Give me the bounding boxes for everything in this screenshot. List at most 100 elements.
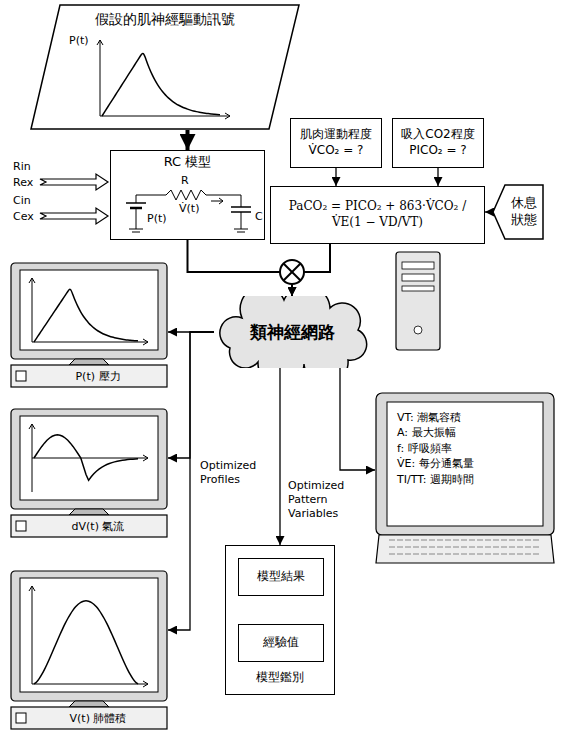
- multiply-cross: [284, 264, 301, 281]
- graph-axis: [100, 116, 230, 117]
- monitor: V(t) 肺體積: [10, 570, 168, 730]
- neural-network-cloud: 類神經網路: [212, 296, 372, 368]
- monitor-screen: [20, 578, 158, 692]
- parameter-arrow: [40, 208, 108, 224]
- rc-circuit: [126, 190, 251, 232]
- graph-axis-head: [97, 40, 103, 45]
- edge-label: Optimized Profiles: [198, 458, 276, 488]
- state-tag: 休息狀態: [492, 184, 544, 240]
- monitor-bezel: [11, 571, 167, 701]
- model-check-group: 模型鑑別 模型結果經驗值: [225, 545, 335, 695]
- arrow-tag-outline: [493, 185, 543, 239]
- circuit-wire: [136, 208, 137, 229]
- multiply-symbol: [280, 260, 304, 284]
- equation-box: PaCO₂ = PICO₂ + 863·V̇CO₂ / V̇E(1 − VD/V…: [270, 186, 485, 244]
- monitor-stand: [69, 359, 109, 365]
- connector-arrow: [168, 332, 214, 458]
- monitor-base: [11, 365, 167, 387]
- node-text: P(t) 壓力: [75, 370, 120, 384]
- graph-curve: [34, 435, 138, 480]
- signal-label: P(t): [68, 34, 90, 47]
- keyboard-row: [389, 547, 541, 548]
- signal-graph: [97, 40, 230, 119]
- monitor-screen: [20, 416, 158, 500]
- graph-axis: [100, 40, 101, 116]
- ground-symbol: [237, 232, 245, 233]
- graph-axis-head: [29, 278, 35, 283]
- node-text: 肌肉運動程度: [300, 127, 372, 143]
- monitor-bezel: [11, 263, 167, 359]
- ground-symbol: [234, 229, 248, 230]
- connector-arrow: [186, 130, 190, 150]
- drive-slot: [402, 274, 434, 281]
- source-plate: [126, 202, 146, 204]
- waveform-graph: [29, 278, 148, 345]
- connector-arrow: [188, 240, 293, 296]
- circuit-wire: [241, 212, 242, 229]
- tower-case: [396, 252, 440, 350]
- resistor-symbol: [166, 190, 206, 200]
- monitor-screen: [20, 270, 158, 350]
- drive-slot: [402, 286, 434, 291]
- graph-curve: [34, 289, 138, 342]
- graph-axis-head: [225, 113, 230, 119]
- monitor: P(t) 壓力: [10, 262, 168, 388]
- monitor: dV(t) 氣流: [10, 408, 168, 538]
- connector-arrow: [335, 168, 336, 186]
- monitor-stand: [69, 701, 109, 707]
- node-shape: [10, 262, 168, 388]
- graph-axis: [32, 342, 148, 343]
- monitor-stand: [69, 509, 109, 515]
- variable-line: V̇E: 每分通氣量: [397, 456, 474, 471]
- graph-curve: [34, 601, 138, 684]
- graph-axis-head: [29, 586, 35, 591]
- multiply-cross: [284, 264, 301, 281]
- process-box: 模型結果: [238, 558, 324, 596]
- laptop-screen: [387, 402, 543, 526]
- graph-curve: [102, 53, 220, 116]
- variable-line: f: 呼吸頻率: [397, 441, 452, 456]
- drive-slot: [402, 262, 434, 269]
- monitor-bezel: [11, 409, 167, 509]
- node-text: PaCO₂ = PICO₂ + 863·V̇CO₂ / V̇E(1 − VD/V…: [277, 199, 478, 230]
- node-text: 模型鑑別: [256, 670, 304, 686]
- process-box: 經驗值: [238, 624, 324, 662]
- node-text: 吸入CO2程度: [401, 127, 474, 143]
- parameter-label: Cex: [12, 210, 35, 223]
- graph-axis: [32, 586, 33, 684]
- input-box: 肌肉運動程度V̇CO₂ = ?: [290, 118, 382, 168]
- input-box: 吸入CO2程度PICO₂ = ?: [392, 118, 484, 168]
- monitor-button: [16, 713, 26, 723]
- power-button: [414, 326, 422, 334]
- variable-line: VT: 潮氣容積: [397, 410, 461, 425]
- graph-axis-head: [143, 339, 148, 345]
- keyboard-row: [389, 554, 541, 555]
- node-text: RC 模型: [164, 154, 212, 171]
- laptop-lid: [376, 393, 554, 535]
- parameter-label: Rex: [12, 176, 34, 189]
- signal-label: V̇(t): [178, 202, 200, 215]
- cloud-outline: [220, 296, 367, 368]
- node-text: V̇CO₂ = ?: [309, 143, 364, 159]
- node-text: 經驗值: [263, 635, 299, 651]
- connector-arrow: [437, 168, 438, 186]
- monitor-base: [11, 707, 167, 729]
- parallelogram-outline: [31, 5, 299, 129]
- rc-model-box: RC 模型: [110, 150, 265, 240]
- parameter-label: Rin: [12, 160, 32, 173]
- node-text: V(t) 肺體積: [70, 712, 127, 726]
- flow-arrow: [211, 198, 223, 204]
- graph-axis: [32, 278, 33, 342]
- laptop: VT: 潮氣容積A: 最大振幅f: 呼吸頻率V̇E: 每分通氣量TI/TT: 週…: [375, 392, 555, 564]
- computer-tower: [396, 252, 440, 350]
- laptop-base: [376, 535, 554, 563]
- circuit-wire: [136, 195, 166, 203]
- node-text: PICO₂ = ?: [409, 143, 466, 159]
- graph-axis-head: [29, 424, 35, 429]
- signal-label: C: [254, 210, 264, 223]
- graph-axis: [32, 684, 148, 685]
- node-text: 類神經網路: [250, 321, 335, 343]
- signal-panel: 假設的肌神經驅動訊號: [30, 4, 300, 130]
- edge-label: Optimized Pattern Variables: [286, 478, 374, 521]
- ground-symbol: [132, 232, 140, 233]
